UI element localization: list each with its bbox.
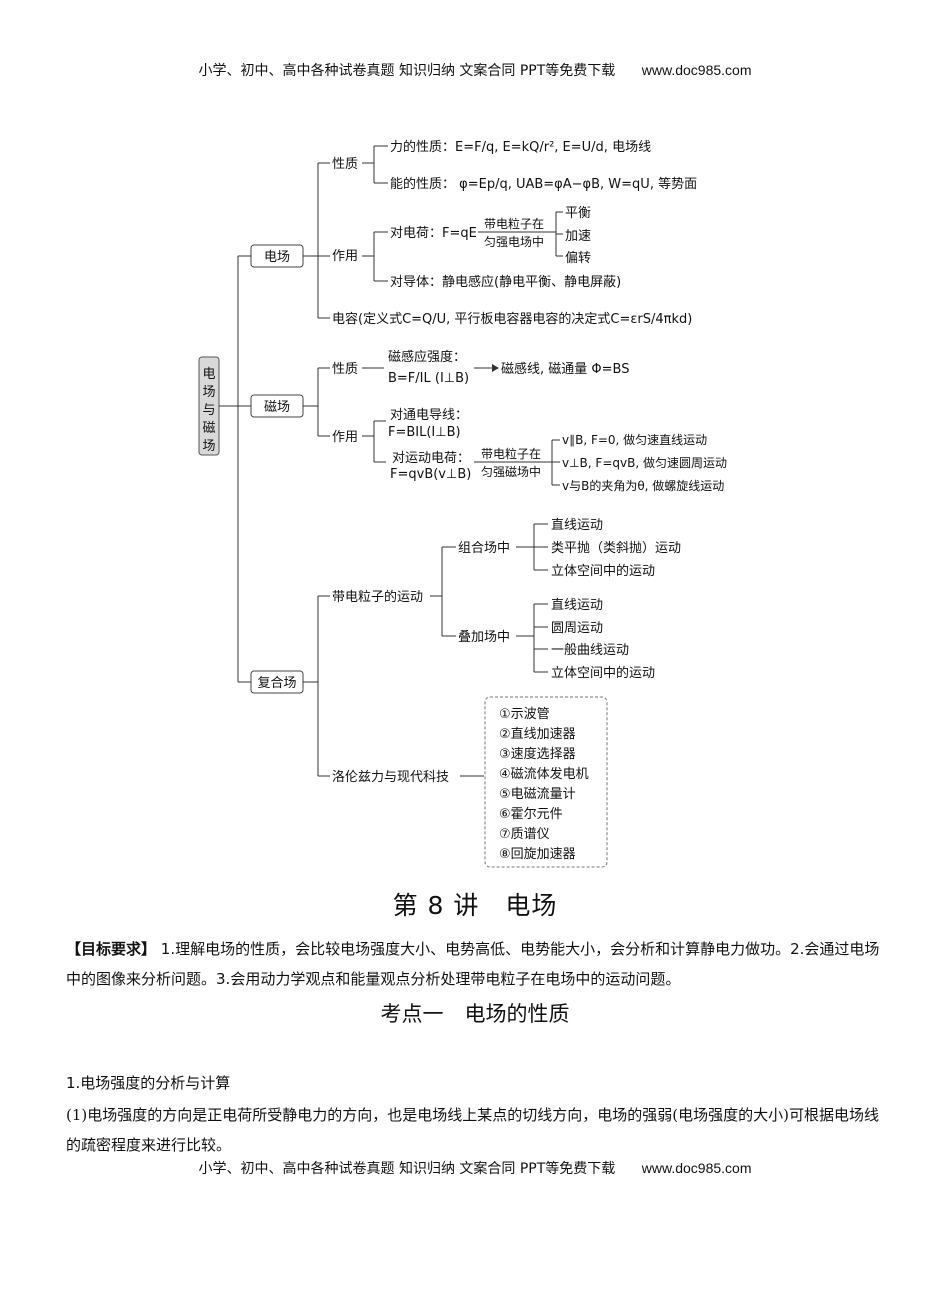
capacitance-text: 电容(定义式C=Q/U, 平行板电容器电容的决定式C=εrS/4πkd) — [332, 311, 692, 327]
root-char-3: 与 — [202, 403, 215, 418]
magnetic-particle-top: 带电粒子在 — [481, 446, 541, 461]
electric-result-accelerate: 加速 — [565, 229, 591, 244]
goal-text: 1.理解电场的性质，会比较电场强度大小、电势高低、电势能大小，会分析和计算静电力… — [66, 940, 880, 988]
tech-item-7: ⑦质谱仪 — [499, 827, 550, 842]
magnetic-on-moving-charge: 对运动电荷： — [392, 451, 470, 466]
electric-energy-property: 能的性质： φ=Ep/q, UAB=φA−φB, W=qU, 等势面 — [390, 176, 697, 192]
electric-on-conductor: 对导体：静电感应(静电平衡、静电屏蔽) — [390, 274, 621, 290]
root-char-4: 磁 — [202, 421, 215, 436]
magnetic-result-perpendicular: v⊥B, F=qvB, 做匀速圆周运动 — [562, 455, 727, 470]
magnetic-induction-title: 磁感应强度： — [388, 349, 466, 365]
superposed-item-4: 立体空间中的运动 — [551, 665, 655, 681]
electric-field-label: 电场 — [264, 250, 290, 265]
magnetic-moving-formula: F=qvB(v⊥B) — [390, 467, 471, 482]
combined-item-2: 类平抛（类斜抛）运动 — [551, 541, 681, 556]
header-text: 小学、初中、高中各种试卷真题 知识归纳 文案合同 PPT等免费下载 — [198, 63, 616, 79]
electric-result-deflect: 偏转 — [565, 251, 591, 266]
goal-paragraph: 【目标要求】 1.理解电场的性质，会比较电场强度大小、电势高低、电势能大小，会分… — [66, 934, 886, 994]
section-title: 考点一 电场的性质 — [380, 1002, 570, 1026]
footer-site: www.doc985.com — [641, 1160, 752, 1176]
magnetic-result-angle: v与B的夹角为θ, 做螺旋线运动 — [562, 478, 724, 493]
page-header: 小学、初中、高中各种试卷真题 知识归纳 文案合同 PPT等免费下载 www.do… — [0, 60, 950, 80]
magnetic-wire-formula: F=BIL(I⊥B) — [388, 425, 461, 440]
magnetic-induction-formula: B=F/IL (I⊥B) — [388, 371, 469, 386]
tech-list-box — [484, 696, 608, 868]
point-paragraph: (1)电场强度的方向是正电荷所受静电力的方向，也是电场线上某点的切线方向，电场的… — [66, 1106, 879, 1154]
superposed-item-2: 圆周运动 — [551, 621, 603, 636]
arrow-icon — [492, 364, 499, 372]
combined-field-label: 组合场中 — [458, 541, 510, 556]
root-char-1: 电 — [202, 367, 215, 382]
tech-item-1: ①示波管 — [499, 707, 550, 722]
composite-field-label: 复合场 — [257, 676, 296, 691]
page-footer: 小学、初中、高中各种试卷真题 知识归纳 文案合同 PPT等免费下载 www.do… — [0, 1158, 950, 1178]
tech-item-3: ③速度选择器 — [499, 746, 576, 762]
electric-particle-bottom: 匀强电场中 — [484, 234, 544, 249]
tech-item-8: ⑧回旋加速器 — [499, 847, 576, 862]
electric-action-label: 作用 — [332, 249, 358, 264]
lorentz-tech-label: 洛伦兹力与现代科技 — [332, 770, 449, 785]
tech-item-2: ②直线加速器 — [499, 727, 576, 742]
electric-force-property: 力的性质：E=F/q, E=kQ/r², E=U/d, 电场线 — [390, 139, 651, 155]
particle-motion-label: 带电粒子的运动 — [332, 589, 423, 605]
superposed-item-3: 一般曲线运动 — [551, 642, 629, 658]
tech-item-4: ④磁流体发电机 — [499, 766, 589, 782]
tech-item-5: ⑤电磁流量计 — [499, 787, 576, 802]
combined-item-3: 立体空间中的运动 — [551, 563, 655, 579]
lecture-title: 第 8 讲 电场 — [392, 891, 558, 920]
magnetic-field-label: 磁场 — [264, 400, 290, 415]
point-heading: 1.电场强度的分析与计算 — [66, 1074, 231, 1092]
footer-text: 小学、初中、高中各种试卷真题 知识归纳 文案合同 PPT等免费下载 — [198, 1161, 616, 1177]
magnetic-particle-bottom: 匀强磁场中 — [481, 464, 541, 479]
header-site: www.doc985.com — [641, 62, 752, 78]
electric-result-balance: 平衡 — [565, 206, 591, 221]
superposed-item-1: 直线运动 — [551, 598, 603, 613]
combined-item-1: 直线运动 — [551, 518, 603, 533]
superposed-field-label: 叠加场中 — [458, 630, 510, 645]
electric-particle-top: 带电粒子在 — [484, 216, 544, 231]
magnetic-lines: 磁感线, 磁通量 Φ=BS — [501, 361, 629, 377]
electric-property-label: 性质 — [332, 157, 358, 172]
goal-tag: 【目标要求】 — [66, 940, 157, 958]
magnetic-on-wire: 对通电导线： — [390, 408, 468, 423]
tech-item-6: ⑥霍尔元件 — [499, 807, 563, 822]
root-char-5: 场 — [202, 439, 215, 454]
root-char-2: 场 — [202, 385, 215, 400]
magnetic-action-label: 作用 — [332, 430, 358, 445]
mind-map: 电 场 与 磁 场 电场 磁场 复合场 性质 力的性质：E=F/q, E=kQ/… — [198, 139, 727, 868]
magnetic-result-parallel: v∥B, F=0, 做匀速直线运动 — [562, 432, 707, 447]
magnetic-property-label: 性质 — [332, 362, 358, 377]
electric-on-charge: 对电荷：F=qE — [390, 226, 477, 241]
